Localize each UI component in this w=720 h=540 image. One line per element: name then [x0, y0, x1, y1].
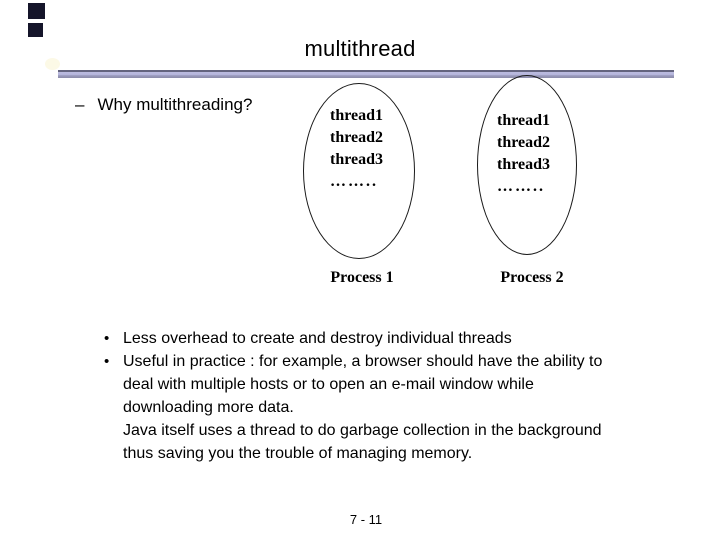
body-line: deal with multiple hosts or to open an e…	[104, 373, 704, 396]
body-line: • Useful in practice : for example, a br…	[104, 350, 704, 373]
body-line-text: thus saving you the trouble of managing …	[123, 445, 473, 462]
bullet-spacer	[104, 442, 123, 465]
thread-line: thread1	[330, 107, 384, 124]
body-line-text: Less overhead to create and destroy indi…	[123, 330, 512, 347]
body-line: downloading more data.	[104, 396, 704, 419]
body-line-text: deal with multiple hosts or to open an e…	[123, 376, 534, 393]
thread-line: thread1	[497, 112, 551, 129]
template-corner-square-top	[28, 3, 45, 19]
thread-line: thread2	[497, 134, 551, 151]
body-line-text: Java itself uses a thread to do garbage …	[123, 422, 602, 439]
body-line-text: Useful in practice : for example, a brow…	[123, 353, 603, 370]
bullet-spacer	[104, 396, 123, 419]
body-line-text: downloading more data.	[123, 399, 294, 416]
template-accent-smudge	[45, 58, 60, 70]
bullet-icon: •	[104, 330, 110, 347]
question-text: Why multithreading?	[97, 95, 253, 114]
dash-bullet-icon: –	[75, 95, 85, 114]
process-1-thread-list: thread1 thread2 thread3 ……..	[330, 105, 383, 193]
thread-line: thread3	[330, 151, 384, 168]
thread-line: thread2	[330, 129, 384, 146]
body-line: Java itself uses a thread to do garbage …	[104, 419, 704, 442]
outline-question: –Why multithreading?	[75, 95, 252, 115]
bullet-icon: •	[104, 353, 110, 370]
body-text-block: • Less overhead to create and destroy in…	[104, 327, 704, 465]
thread-line: thread3	[497, 156, 551, 173]
thread-ellipsis: ……..	[330, 173, 378, 190]
thread-ellipsis: ……..	[497, 178, 545, 195]
process-1-label: Process 1	[330, 269, 394, 286]
body-line: thus saving you the trouble of managing …	[104, 442, 704, 465]
bullet-spacer	[104, 373, 123, 396]
template-corner-square-bottom	[28, 23, 43, 37]
process-2-label: Process 2	[500, 269, 564, 286]
slide-title: multithread	[304, 36, 416, 61]
bullet-spacer	[104, 419, 123, 442]
process-2-ellipse	[477, 75, 577, 255]
process-1-ellipse	[303, 83, 415, 259]
page-number: 7 - 11	[349, 512, 383, 527]
process-2-thread-list: thread1 thread2 thread3 ……..	[497, 110, 550, 198]
title-divider-line	[58, 70, 674, 78]
body-line: • Less overhead to create and destroy in…	[104, 327, 704, 350]
